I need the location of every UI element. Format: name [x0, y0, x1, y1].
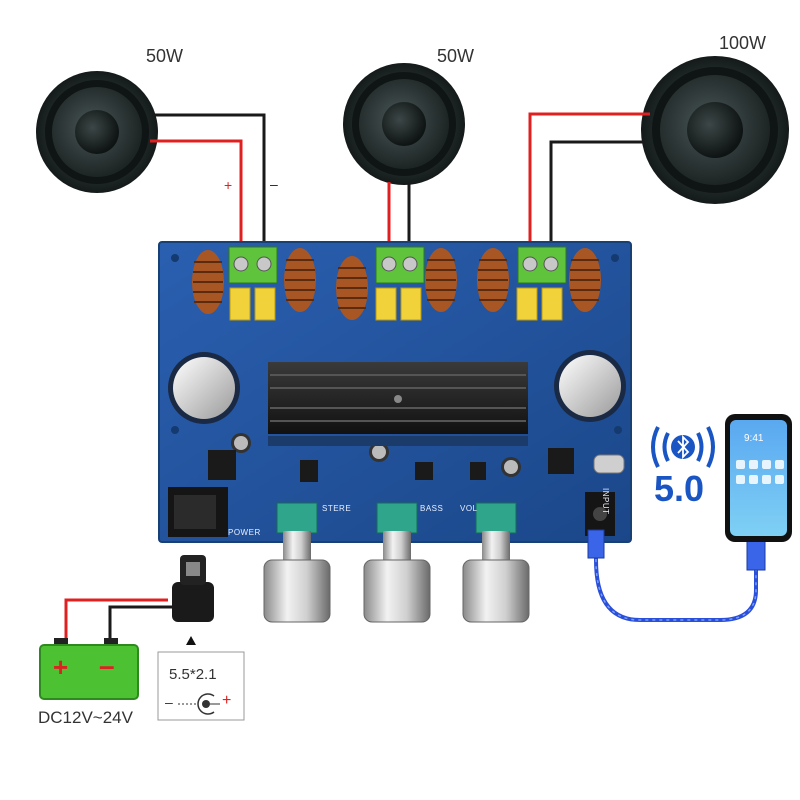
input-label: INPUT — [601, 488, 610, 515]
knob-volume[interactable] — [462, 531, 530, 623]
phone-clock: 9:41 — [744, 433, 764, 444]
film-capacitors — [229, 287, 563, 321]
power-wires — [64, 598, 172, 640]
speaker-middle — [343, 63, 465, 185]
amplifier-board — [158, 241, 632, 543]
smartphone — [725, 414, 792, 542]
audio-input-jack[interactable] — [585, 492, 615, 536]
speaker-left — [36, 71, 158, 193]
bluetooth-icon — [651, 426, 715, 468]
jack-minus-label: – — [165, 694, 173, 710]
speaker-plus-label: + — [224, 177, 233, 193]
knob-bass[interactable] — [363, 531, 431, 623]
jack-size-label: 5.5*2.1 — [169, 666, 217, 683]
bluetooth-version: 5.0 — [654, 468, 705, 509]
dc-plug — [172, 555, 214, 645]
speaker-subwoofer-power-label: 100W — [719, 33, 767, 53]
speaker-left-power-label: 50W — [146, 46, 184, 66]
inductor-coils — [192, 248, 601, 320]
electrolytic-capacitors — [168, 350, 626, 477]
jack-spec-box — [157, 651, 245, 721]
pin-header — [268, 436, 528, 446]
knob-volume-label: VOL — [460, 504, 478, 513]
knob-stereo-label: STERE — [322, 504, 352, 513]
potentiometer-bodies — [276, 502, 517, 534]
dc-power-jack[interactable] — [168, 487, 228, 537]
battery-plus: + — [53, 652, 69, 682]
speaker-wires — [150, 112, 650, 250]
knob-stereo[interactable] — [263, 531, 331, 623]
power-label: POWER — [228, 528, 261, 537]
chips — [208, 448, 574, 482]
battery-minus: – — [99, 650, 115, 681]
battery — [39, 638, 139, 700]
heatsink — [268, 362, 528, 434]
crystal-oscillator — [593, 454, 625, 474]
jack-plus-label: + — [222, 692, 232, 709]
speaker-middle-power-label: 50W — [437, 46, 475, 66]
knob-bass-label: BASS — [420, 504, 444, 513]
speaker-minus-label: – — [270, 176, 278, 192]
audio-cable — [587, 529, 766, 622]
speaker-terminals[interactable] — [228, 246, 567, 284]
voltage-range-label: DC12V~24V — [38, 708, 133, 727]
speaker-subwoofer — [641, 56, 789, 204]
